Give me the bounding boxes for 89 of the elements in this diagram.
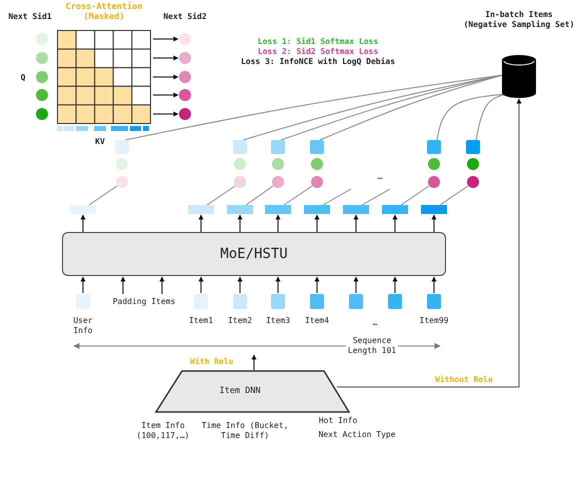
arrow (432, 214, 436, 232)
sequence-length-label: Sequence Length 101 (346, 336, 398, 356)
edge-label: Without Relu (435, 375, 493, 385)
arrow (276, 214, 280, 232)
arrow (276, 276, 280, 294)
target-circle (179, 108, 191, 120)
target-circle (234, 176, 246, 188)
input-feature-label: Next Action Type (317, 430, 397, 440)
axis-label: Next Sid2 (162, 12, 208, 22)
output-token-bar (70, 205, 96, 214)
item-embedding-square (310, 140, 324, 154)
connector-line (400, 186, 430, 206)
item-label: Item3 (264, 316, 292, 326)
connector-line (362, 188, 390, 206)
axis-label: Q (20, 73, 26, 83)
connector-line (206, 186, 236, 206)
output-token-bar (188, 205, 214, 214)
input-token-square (349, 294, 363, 309)
output-token-bar (421, 205, 447, 214)
arrow (152, 74, 178, 80)
item-label: User Info (72, 316, 94, 336)
edge-label: With Relu (190, 357, 234, 367)
target-circle (179, 52, 191, 64)
item-embedding-square (427, 140, 441, 154)
arrow (152, 112, 178, 116)
item-embedding-square (115, 140, 129, 154)
input-feature-label: Time Info (Bucket, Time Diff) (200, 421, 290, 440)
target-circle (467, 176, 479, 188)
ellipsis-label: … (376, 172, 384, 182)
arrow (392, 214, 398, 232)
target-circle (179, 71, 191, 83)
input-feature-label: Hot Info (318, 416, 358, 426)
item-label: Item99 (418, 316, 450, 326)
connector-line (322, 188, 352, 206)
arrow (160, 276, 164, 294)
item-label: Item4 (304, 316, 330, 326)
arrow (336, 98, 522, 388)
arrow (354, 276, 358, 294)
block-label: Item DNN (218, 386, 262, 396)
arrow (314, 276, 320, 294)
output-token-bar (227, 205, 253, 214)
input-token-square (388, 294, 402, 309)
input-feature-label: Item Info (100,117,…) (136, 421, 190, 440)
connector-line (246, 186, 274, 206)
arrow (80, 276, 86, 294)
target-circle (179, 33, 191, 45)
item-embedding-square (466, 140, 480, 154)
target-circle (179, 89, 191, 101)
connector-line (284, 186, 312, 206)
loss-text: Loss 1: Sid1 Softmax Loss (256, 37, 380, 47)
output-token-bar (265, 205, 291, 214)
arrow (354, 214, 358, 232)
ellipsis-label: … (372, 318, 378, 328)
item-embedding-square (233, 140, 247, 154)
arrow (152, 56, 178, 60)
target-circle (428, 176, 440, 188)
arrow (252, 354, 256, 370)
padding-items-label: Padding Items (105, 297, 183, 308)
arrow (152, 36, 178, 42)
arrow (152, 92, 178, 98)
connector-line (320, 74, 504, 140)
target-circle (116, 176, 128, 188)
panel-title: Cross-Attention (Masked) (64, 2, 144, 22)
output-token-bar (343, 205, 369, 214)
storage-label: In-batch Items (Negative Sampling Set) (462, 10, 576, 30)
axis-label: KV (94, 137, 106, 147)
connector-line (440, 186, 468, 206)
arrow (198, 276, 204, 294)
loss-text: Loss 2: Sid2 Softmax Loss (256, 47, 380, 57)
arrow (392, 276, 398, 294)
connector-line (88, 186, 118, 206)
arrow (80, 214, 86, 232)
item-label: Item1 (188, 316, 214, 326)
item-label: Item2 (226, 316, 254, 326)
output-token-bar (382, 205, 408, 214)
connector-line (124, 74, 504, 140)
output-token-bar (304, 205, 330, 214)
arrow (432, 276, 436, 294)
arrow (238, 276, 242, 294)
target-circle (311, 176, 323, 188)
target-circle (272, 176, 284, 188)
loss-text: Loss 3: InfoNCE with LogQ Debias (240, 57, 396, 67)
arrow (198, 214, 204, 232)
model-block: MoE/HSTU (62, 232, 446, 276)
arrow (314, 214, 320, 232)
arrow (238, 214, 242, 232)
axis-label: Next Sid1 (7, 12, 53, 22)
item-embedding-square (271, 140, 285, 154)
arrow (120, 276, 126, 294)
